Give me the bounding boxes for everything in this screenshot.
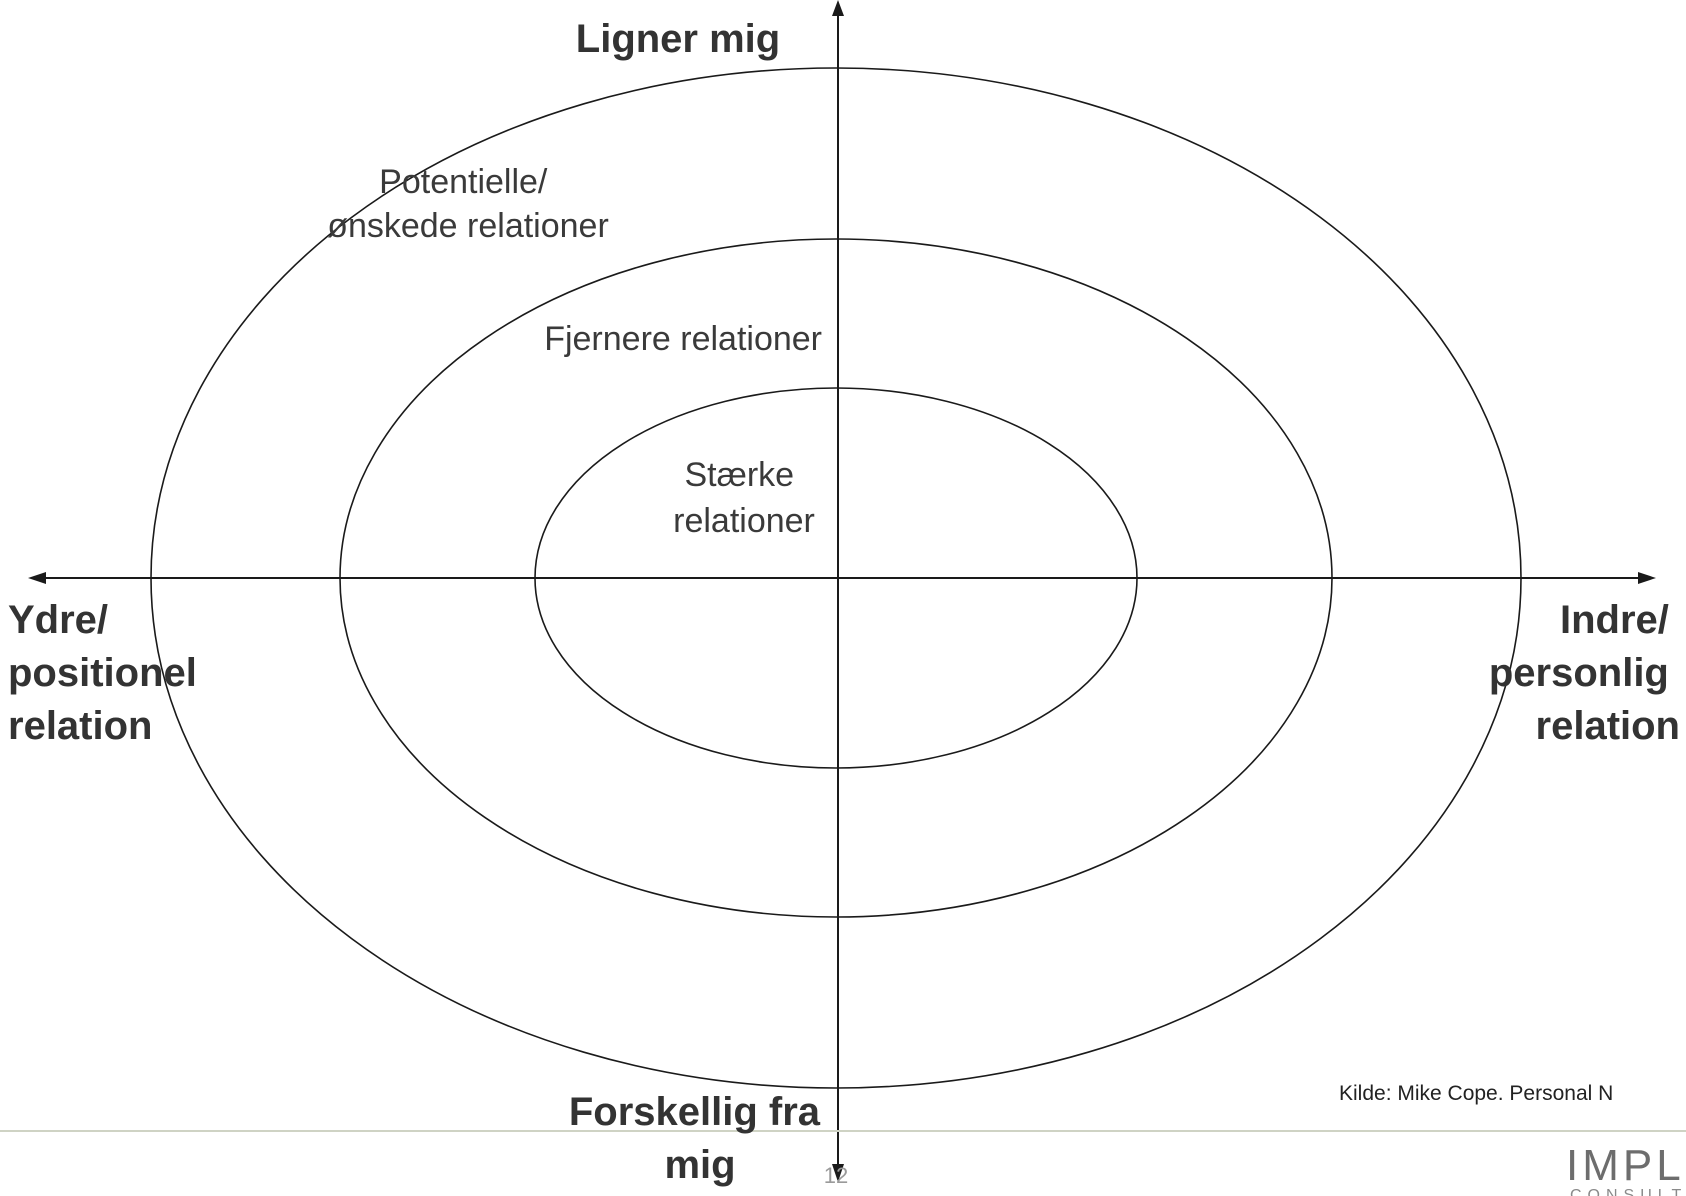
axis-label-top: Ligner mig — [576, 17, 780, 61]
axis-label-right: Indre/ personlig relation — [1489, 598, 1680, 748]
axis-label-bottom: Forskellig fra mig — [569, 1090, 831, 1187]
brand-logo-subtitle: CONSULTI — [1570, 1187, 1686, 1196]
zone-label-outer: Potentielle/ ønskede relationer — [327, 163, 609, 245]
zone-label-middle: Fjernere relationer — [544, 320, 822, 358]
source-citation: Kilde: Mike Cope. Personal N — [1339, 1082, 1613, 1105]
right-arrowhead-icon — [1638, 572, 1656, 584]
bottom-arrowhead-icon — [832, 1164, 844, 1182]
zone-label-inner: Stærke relationer — [673, 456, 815, 540]
left-arrowhead-icon — [28, 572, 46, 584]
axis-label-left: Ydre/ positionel relation — [8, 598, 208, 748]
brand-logo: IMPLE — [1566, 1141, 1686, 1190]
page-number: 12 — [824, 1163, 848, 1188]
top-arrowhead-icon — [832, 0, 844, 16]
